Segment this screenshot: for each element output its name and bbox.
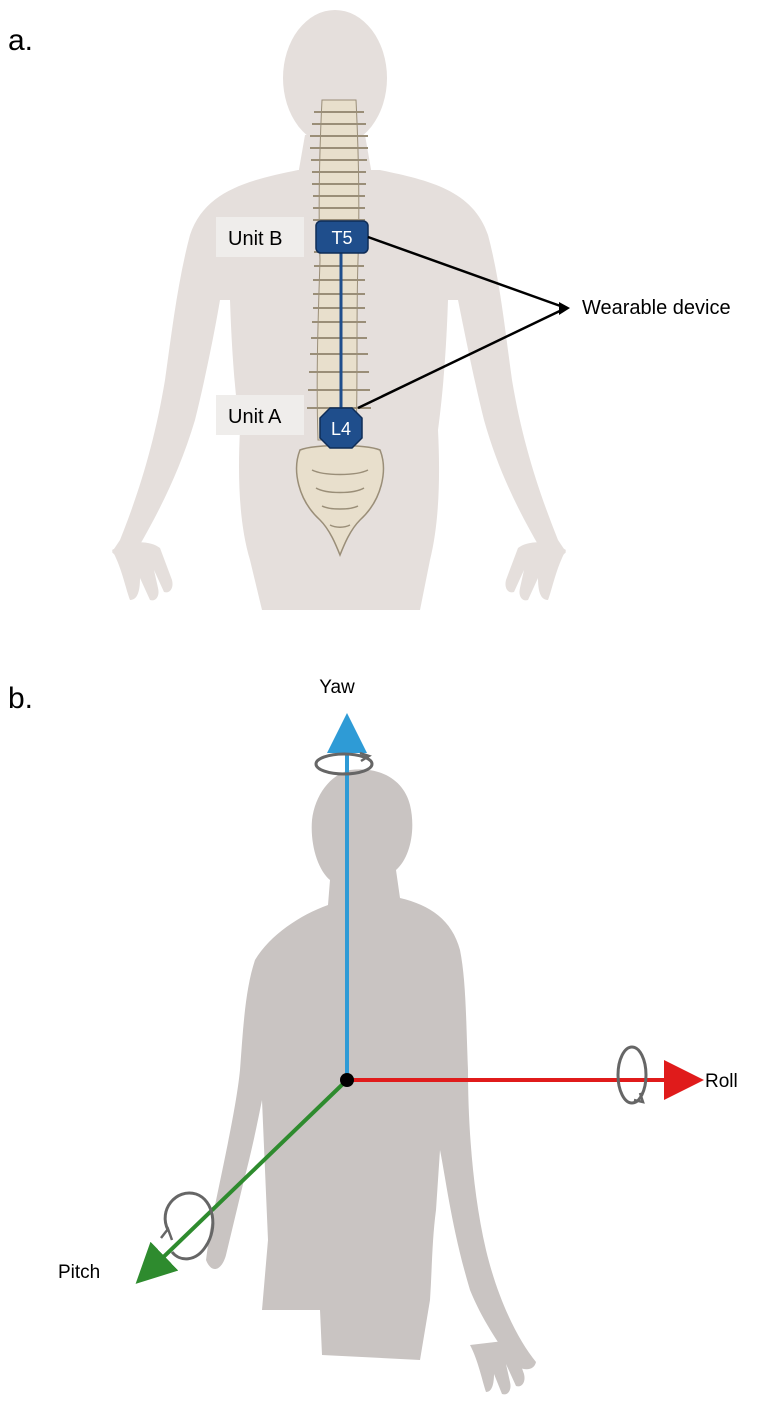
unit-b-sensor: T5 [315,220,369,254]
yaw-label: Yaw [319,677,355,698]
unit-b-level: T5 [331,228,352,248]
roll-label: Roll [705,1071,738,1092]
panel-b-letter: b. [8,682,33,715]
pitch-label: Pitch [58,1262,100,1283]
panel-b: b. Yaw Roll Pitch [8,677,738,1395]
panel-a-letter: a. [8,24,33,57]
wearable-device-pointer [357,235,567,410]
unit-a-level: L4 [331,419,351,439]
wearable-device-label: Wearable device [582,297,731,319]
unit-a-sensor: L4 [319,407,363,449]
unit-b-label-box [216,217,304,257]
unit-b-label: Unit B [228,228,282,250]
panel-a: a. [8,10,731,610]
pitch-rotation-icon [160,1191,215,1261]
pitch-axis-arrow [135,1078,349,1284]
pointer-arrowhead [559,302,570,315]
roll-rotation-icon [616,1045,648,1105]
origin-point [340,1073,354,1087]
spine-illustration [295,99,385,558]
unit-a-label-box [216,395,304,435]
unit-a-label: Unit A [228,406,282,428]
yaw-rotation-icon [314,751,374,776]
body-silhouette-angled [206,769,536,1395]
